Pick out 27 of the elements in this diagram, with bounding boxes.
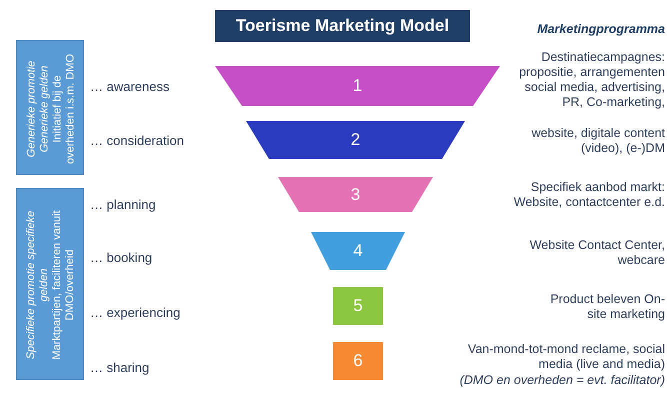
funnel-segment: 2: [246, 121, 465, 159]
program-text: Website Contact Center, webcare: [528, 238, 665, 268]
stage-label: … experiencing: [90, 305, 180, 320]
stage-label: … planning: [90, 197, 156, 212]
program-text: website, digitale content (video), (e-)DM: [530, 126, 665, 156]
title-banner: Toerisme Marketing Model: [215, 10, 470, 42]
panel-text: Marktpartijen, faciliteren vanuit DMO/overheid: [51, 209, 77, 362]
stage-label: … consideration: [90, 133, 184, 148]
stage-label: … booking: [90, 250, 152, 265]
column-heading: Marketingprogramma: [536, 22, 665, 37]
funnel-box: 5: [333, 287, 383, 325]
panel-heading: Specifieke promotie specifieke gelden: [25, 210, 51, 362]
funnel-segment: 1: [215, 66, 500, 106]
funnel-box: 6: [333, 342, 383, 380]
program-text: Product beleven On-site marketing: [549, 292, 665, 322]
side-panel: [16, 188, 84, 380]
panel-text: Initiatief bij de overheden i.s.m. DMO: [51, 52, 77, 166]
stage-label: … sharing: [90, 360, 150, 375]
program-text: Destinatiecampagnes: propositie, arrangementen social media, advertising, PR, Co-marketing,: [518, 50, 665, 110]
stage-label: … awareness: [90, 79, 170, 94]
program-text: Specifiek aanbod markt: Website, contactcenter e.d.: [512, 180, 665, 210]
side-panel: [16, 40, 84, 175]
funnel-segment: 4: [311, 232, 405, 270]
note-text: (DMO en overheden = evt. facilitator): [458, 373, 665, 388]
panel-heading: Generieke promotie Generieke gelden: [25, 59, 51, 159]
funnel-segment: 3: [278, 177, 433, 212]
program-text: Van-mond-tot-mond reclame, social media (live and media): [466, 342, 665, 372]
